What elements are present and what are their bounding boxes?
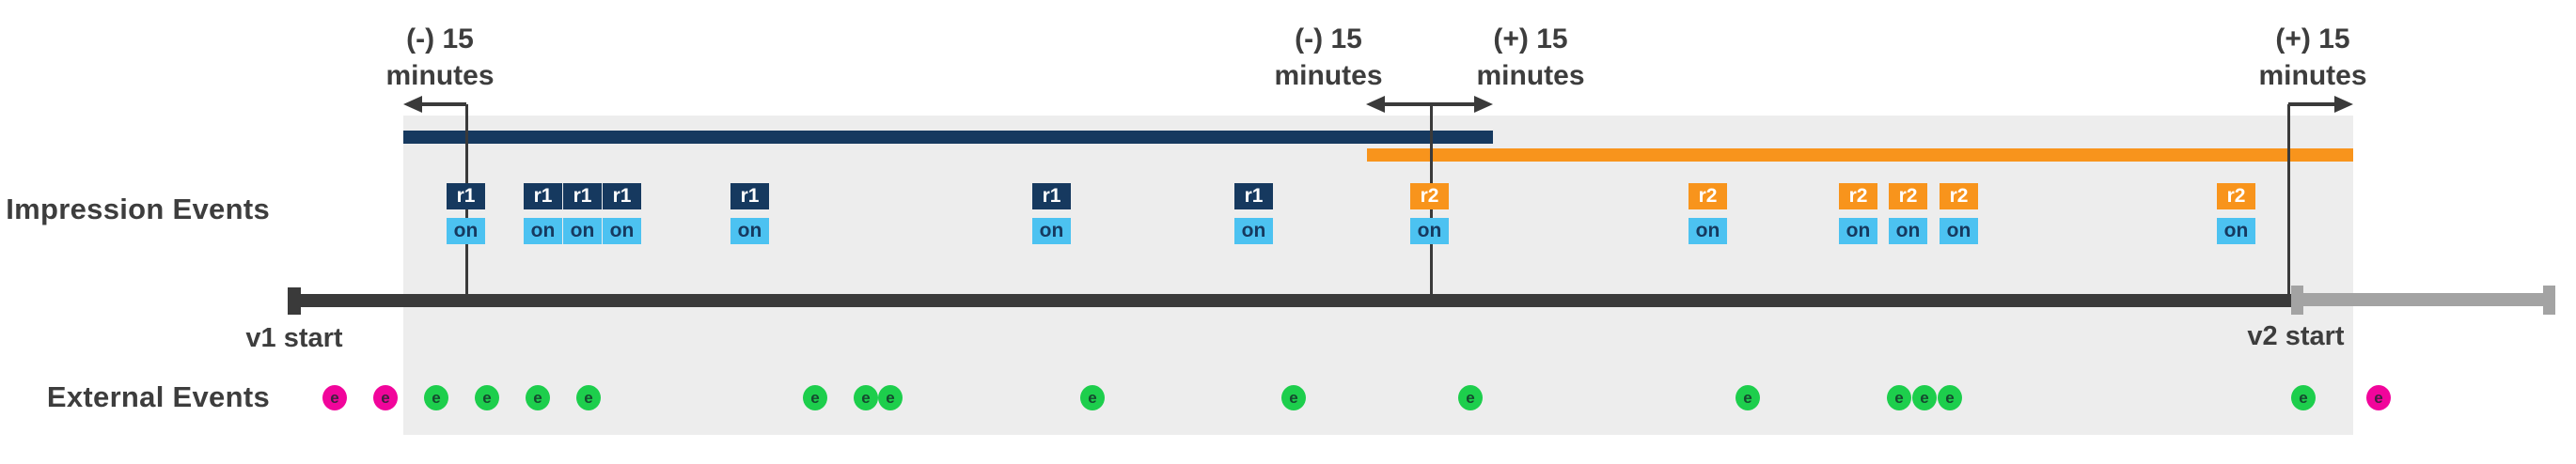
- v1-active-bar: [403, 131, 1493, 144]
- impression-badge-state: on: [1940, 218, 1978, 244]
- impression-badge-state: on: [1689, 218, 1727, 244]
- offset-annotation-label: (+) 15 minutes: [1408, 21, 1653, 94]
- impression-badge-r1: r1: [524, 183, 562, 209]
- external-events-row-label: External Events: [46, 380, 270, 413]
- v2-start-label: v2 start: [2247, 321, 2345, 351]
- external-event-marker-green: e: [475, 385, 499, 410]
- impression-events-row-label: Impression Events: [6, 193, 270, 225]
- arrowhead-left-icon: [1366, 96, 1385, 113]
- arrowhead-left-icon: [403, 96, 422, 113]
- v2-minus-plus-15-arrow: [1381, 102, 1478, 106]
- external-event-marker-pink: e: [322, 385, 347, 410]
- offset-annotation-line2: minutes: [1476, 60, 1585, 91]
- external-event-marker-green: e: [1080, 385, 1105, 410]
- impression-badge-state: on: [1889, 218, 1927, 244]
- timeline-future-bar: [2303, 293, 2543, 306]
- v2-start-tick: [2291, 286, 2303, 315]
- offset-annotation-line1: (-) 15: [1295, 23, 1362, 54]
- external-event-marker-green: e: [576, 385, 601, 410]
- impression-badge-state: on: [563, 218, 602, 244]
- offset-annotation-line2: minutes: [385, 60, 495, 91]
- impression-badge-r1: r1: [1234, 183, 1273, 209]
- offset-annotation-label: (-) 15 minutes: [1206, 21, 1451, 94]
- external-event-marker-green: e: [1887, 385, 1911, 410]
- impression-badge-r1: r1: [1032, 183, 1071, 209]
- timeline-end-tick: [2543, 286, 2555, 315]
- offset-annotation-line2: minutes: [1274, 60, 1383, 91]
- impression-badge-r2: r2: [1889, 183, 1927, 209]
- impression-badge-r2: r2: [1839, 183, 1877, 209]
- impression-badge-r1: r1: [563, 183, 602, 209]
- external-event-marker-green: e: [1736, 385, 1760, 410]
- offset-annotation-label: (-) 15 minutes: [318, 21, 562, 94]
- external-event-marker-green: e: [1938, 385, 1962, 410]
- timeline-bar: [288, 294, 2291, 307]
- impression-badge-r2: r2: [1689, 183, 1727, 209]
- v1-start-tick: [288, 287, 301, 315]
- v1-minus-15-arrow: [418, 102, 466, 106]
- external-event-marker-green: e: [2291, 385, 2316, 410]
- v2-active-bar: [1367, 148, 2353, 162]
- experiment-window-panel: [403, 116, 2353, 435]
- arrowhead-right-icon: [2334, 96, 2353, 113]
- impression-badge-state: on: [2217, 218, 2255, 244]
- impression-badge-state: on: [1410, 218, 1449, 244]
- v2-end-plus-15-arrow-drop-line: [2287, 104, 2290, 294]
- impression-badge-r2: r2: [1410, 183, 1449, 209]
- external-event-marker-green: e: [854, 385, 878, 410]
- impression-badge-state: on: [524, 218, 562, 244]
- v1-start-label: v1 start: [245, 323, 343, 353]
- impression-badge-r2: r2: [1940, 183, 1978, 209]
- external-event-marker-green: e: [803, 385, 827, 410]
- offset-annotation-line2: minutes: [2258, 60, 2367, 91]
- offset-annotation-line1: (+) 15: [1493, 23, 1568, 54]
- offset-annotation-line1: (-) 15: [406, 23, 474, 54]
- offset-annotation-label: (+) 15 minutes: [2191, 21, 2435, 94]
- external-event-marker-pink: e: [373, 385, 398, 410]
- impression-badge-r1: r1: [603, 183, 641, 209]
- external-event-marker-pink: e: [2366, 385, 2391, 410]
- impression-badge-state: on: [1234, 218, 1273, 244]
- external-event-marker-green: e: [526, 385, 550, 410]
- impression-badge-state: on: [603, 218, 641, 244]
- impression-badge-r1: r1: [730, 183, 769, 209]
- impression-badge-r1: r1: [447, 183, 485, 209]
- offset-annotation-line1: (+) 15: [2275, 23, 2350, 54]
- impression-badge-r2: r2: [2217, 183, 2255, 209]
- external-event-marker-green: e: [1458, 385, 1483, 410]
- external-event-marker-green: e: [424, 385, 448, 410]
- external-event-marker-green: e: [878, 385, 903, 410]
- impression-badge-state: on: [1839, 218, 1877, 244]
- arrowhead-right-icon: [1474, 96, 1493, 113]
- impression-badge-state: on: [730, 218, 769, 244]
- impression-badge-state: on: [447, 218, 485, 244]
- external-event-marker-green: e: [1281, 385, 1306, 410]
- v2-end-plus-15-arrow: [2288, 102, 2338, 106]
- impression-badge-state: on: [1032, 218, 1071, 244]
- external-event-marker-green: e: [1912, 385, 1937, 410]
